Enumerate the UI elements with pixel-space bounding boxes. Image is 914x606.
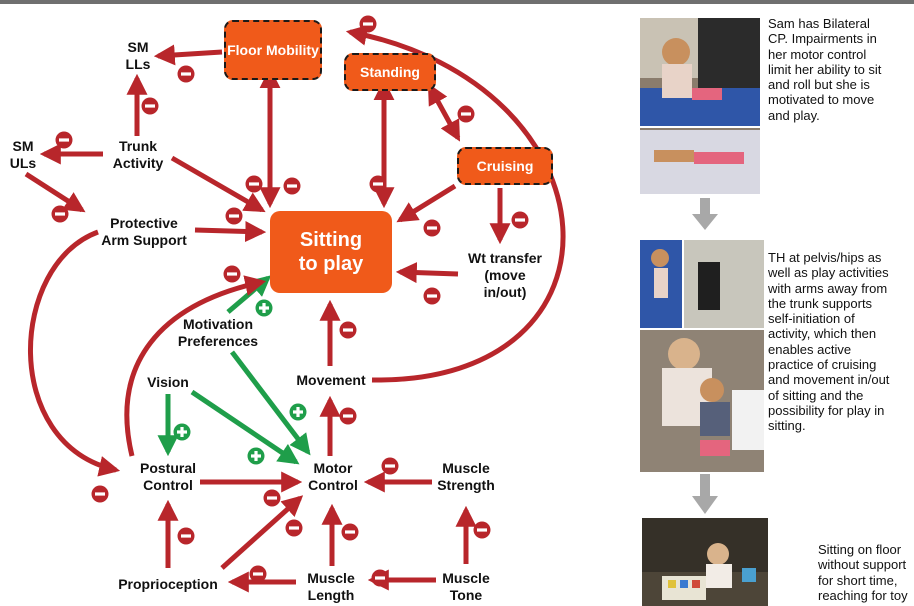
negative-sign-10: [511, 211, 529, 229]
sm-lls-label: SM LLs: [125, 39, 151, 72]
protective-arm-support-label: Protective Arm Support: [101, 215, 187, 248]
negative-sign-5: [245, 175, 263, 193]
floor-mobility-node: Floor Mobility: [224, 20, 322, 80]
sign-layer: [51, 15, 529, 587]
negative-sign-18: [381, 457, 399, 475]
negative-sign-15: [91, 485, 109, 503]
motor-control-label: Motor Control: [308, 460, 358, 493]
negative-sign-14: [339, 407, 357, 425]
down-arrow-second: [692, 474, 718, 514]
arrow-protective-to-postural: [28, 229, 121, 477]
postural-control-label: Postural Control: [139, 460, 196, 493]
arrow-floor-to-smlls: [153, 44, 223, 66]
negative-sign-0: [177, 65, 195, 83]
arrow-layer: [24, 15, 566, 593]
negative-sign-7: [369, 175, 387, 193]
negative-sign-1: [141, 97, 159, 115]
trunk-activity-label: Trunk Activity: [112, 138, 164, 171]
movement-label: Movement: [296, 372, 366, 388]
caption-first: Sam has Bilateral CP. Impairments in her…: [768, 16, 882, 123]
negative-sign-2: [55, 131, 73, 149]
caption-third: Sitting on floor without support for sho…: [818, 542, 908, 603]
muscle-length-label: Muscle Length: [307, 570, 355, 603]
wt-transfer-label: Wt transfer (move in/out): [468, 250, 542, 300]
negative-sign-17: [285, 519, 303, 537]
photo-sam-reaching: [642, 518, 768, 606]
top-border: [0, 0, 914, 4]
arrow-postural-to-sitting: [124, 275, 267, 457]
standing-node: Standing: [344, 53, 436, 91]
negative-sign-19: [177, 527, 195, 545]
arrow-movement-to-floor: [345, 24, 566, 383]
proprioception-label: Proprioception: [118, 576, 218, 592]
positive-sign-25: [255, 299, 273, 317]
negative-sign-13: [339, 321, 357, 339]
arrow-standing-cruising: [427, 83, 461, 142]
negative-sign-11: [423, 287, 441, 305]
negative-sign-4: [283, 177, 301, 195]
photo-sam-supported: [640, 240, 764, 472]
caption-second: TH at pelvis/hips as well as play activi…: [768, 250, 890, 434]
negative-sign-12: [223, 265, 241, 283]
negative-sign-6: [225, 207, 243, 225]
arrow-vision-to-motor: [190, 389, 300, 465]
positive-sign-28: [247, 447, 265, 465]
negative-sign-23: [473, 521, 491, 539]
negative-sign-21: [341, 523, 359, 541]
cruising-node: Cruising: [457, 147, 553, 185]
negative-sign-24: [359, 15, 377, 33]
down-arrow-first: [692, 198, 718, 230]
sm-uls-label: SM ULs: [9, 138, 37, 171]
causal-diagram: Floor Mobility Standing Cruising Sitting…: [0, 4, 630, 606]
negative-sign-16: [263, 489, 281, 507]
arrow-motivation-to-motor: [230, 350, 311, 456]
motivation-preferences-label: Motivation Preferences: [177, 316, 259, 349]
arrow-wt-to-sitting: [395, 262, 459, 284]
muscle-strength-label: Muscle Strength: [437, 460, 495, 493]
muscle-tone-label: Muscle Tone: [442, 570, 490, 603]
positive-sign-27: [289, 403, 307, 421]
sitting-to-play-node: Sitting to play: [270, 211, 392, 293]
photo-sam-sitting: [640, 18, 760, 194]
arrow-smuls-to-protective: [24, 171, 86, 213]
arrow-proprio-to-motor: [220, 495, 304, 570]
arrow-trunk-to-sitting: [170, 155, 266, 213]
case-panel: Sam has Bilateral CP. Impairments in her…: [630, 4, 914, 606]
negative-sign-20: [249, 565, 267, 583]
negative-sign-9: [423, 219, 441, 237]
positive-sign-26: [173, 423, 191, 441]
negative-sign-22: [371, 569, 389, 587]
negative-sign-8: [457, 105, 475, 123]
arrow-protective-to-sitting: [194, 221, 267, 242]
vision-label: Vision: [147, 374, 189, 390]
arrow-cruising-to-sitting: [396, 183, 457, 223]
negative-sign-3: [51, 205, 69, 223]
